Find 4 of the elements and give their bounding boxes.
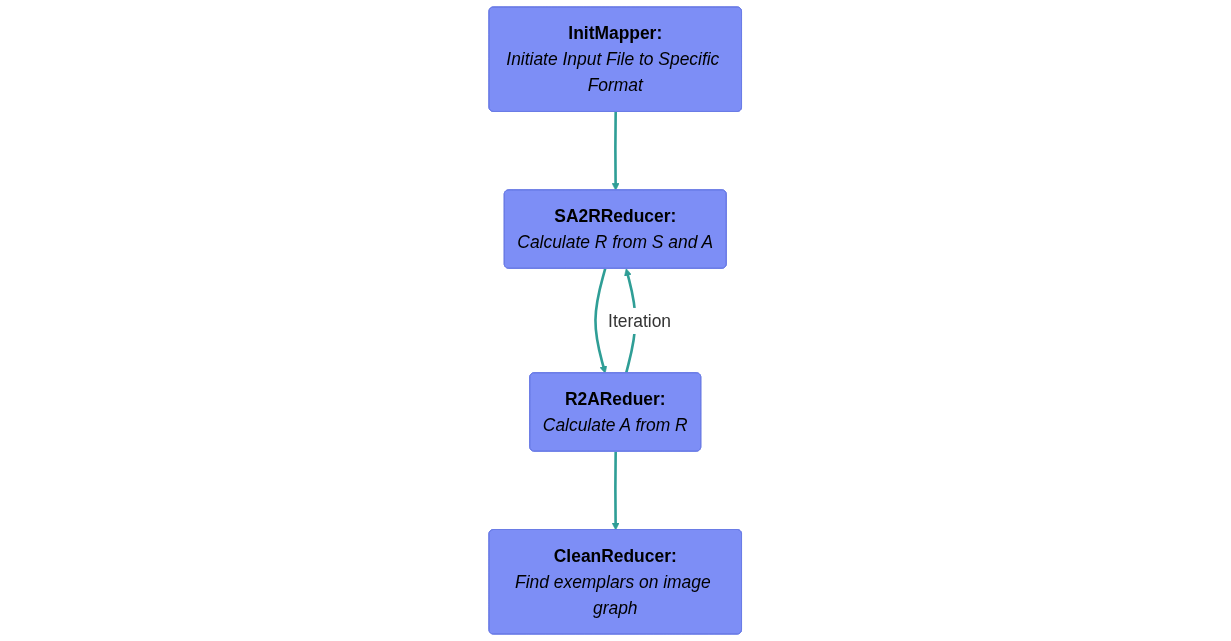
arrow xyxy=(612,451,620,531)
arrow xyxy=(612,111,620,191)
arrow xyxy=(594,268,608,374)
edge-label: Iteration xyxy=(608,311,672,331)
